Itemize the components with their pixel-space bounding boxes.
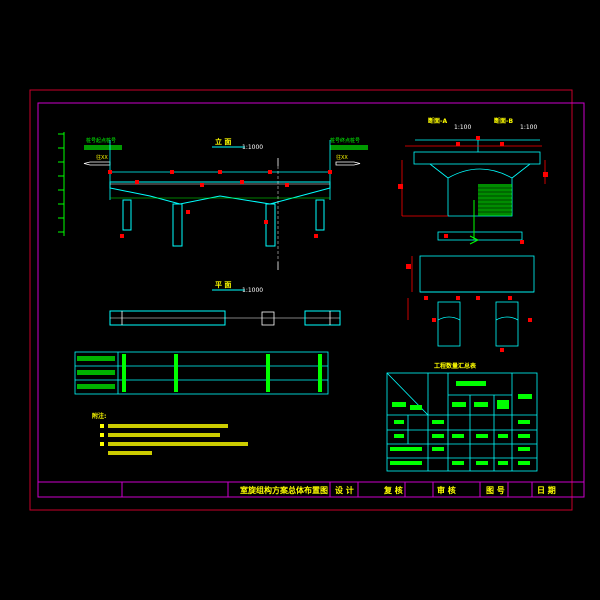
inner-frame — [37, 102, 585, 498]
section-red-markers — [398, 136, 548, 352]
pier-4 — [315, 199, 325, 231]
design-label: 设 计 — [335, 485, 354, 495]
section-hatch-lines — [478, 187, 512, 213]
section-upper — [413, 139, 541, 241]
quantity-table-marks — [390, 381, 532, 465]
left-arrow — [83, 161, 111, 166]
right-dir: 往XX — [336, 154, 348, 161]
pier-3 — [265, 203, 276, 247]
pile-cap — [419, 255, 535, 347]
elevation-table-marks — [77, 354, 322, 392]
outer-frame — [29, 89, 573, 511]
section-b: 断面-B 1:100 — [494, 117, 537, 131]
notes-heading: 附注: — [92, 412, 106, 420]
plan-view: 平 面 1:1000 — [109, 281, 341, 326]
pier-1 — [122, 199, 132, 231]
left-station-label: 桩号起点桩号 — [86, 137, 116, 144]
bridge-deck — [109, 181, 331, 205]
plan-title: 平 面 — [215, 281, 231, 289]
plan-scale: 1:1000 — [242, 287, 263, 294]
section-a-title: 断面-A — [428, 117, 447, 125]
drawing-title: 室旋组构方案总体布置图 — [240, 485, 328, 495]
left-dir: 往XX — [96, 154, 108, 161]
drawing-no-label: 图 号 — [486, 486, 505, 495]
pier-2 — [172, 203, 183, 247]
right-arrow — [335, 161, 361, 166]
left-station-box — [84, 145, 122, 150]
ruler-ticks — [58, 133, 64, 233]
quantity-table — [386, 372, 538, 472]
section-a: 断面-A 1:100 — [428, 117, 471, 131]
green-leader-arrows — [469, 200, 480, 245]
section-b-title: 断面-B — [494, 117, 513, 125]
section-a-scale: 1:100 — [454, 124, 471, 131]
notes-lines — [100, 424, 248, 455]
right-station-box — [330, 145, 368, 150]
elevation-markers — [120, 180, 318, 238]
plan-deck-right — [304, 310, 341, 326]
top-dim-ticks — [108, 170, 332, 174]
elevation-title: 立 面 — [215, 137, 231, 146]
section-b-scale: 1:100 — [520, 124, 537, 131]
elevation-scale: 1:1000 — [242, 144, 263, 151]
quantity-table-title: 工程数量汇总表 — [434, 362, 477, 370]
plan-deck-mid — [261, 311, 275, 326]
elevation-table — [74, 351, 329, 395]
right-station-label: 桩号终点桩号 — [330, 137, 360, 144]
audit-label: 审 核 — [437, 485, 456, 495]
date-label: 日 期 — [537, 485, 556, 495]
elevation-view: 立 面 1:1000 桩号起点桩号 往XX 桩号终点桩号 往XX — [58, 132, 368, 270]
title-block — [38, 481, 584, 497]
review-label: 复 核 — [383, 485, 403, 495]
